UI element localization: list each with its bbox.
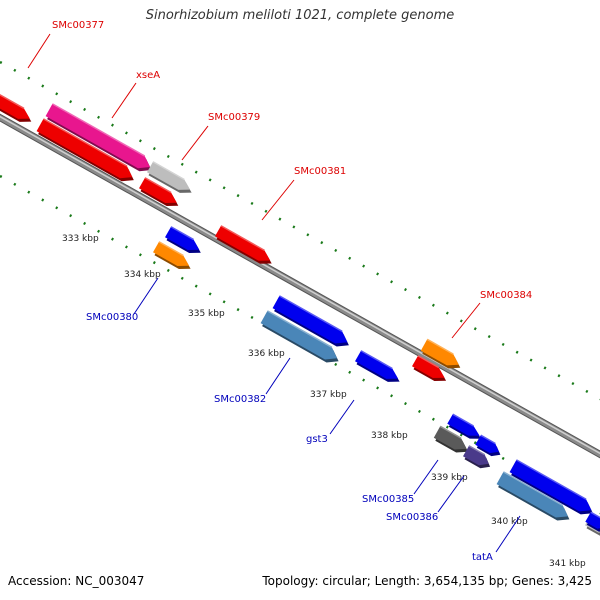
gene-smc00386-arrow-highlight bbox=[468, 445, 486, 456]
gene-right-blue-arrow bbox=[585, 512, 600, 529]
gene-label-leader bbox=[181, 125, 209, 161]
gene-label-leader bbox=[27, 33, 51, 69]
gene-tata-blue-arrow bbox=[509, 459, 592, 512]
gene-label: xseA bbox=[136, 70, 160, 81]
gene-smc00385-arrow-highlight bbox=[439, 425, 462, 439]
gene-smc00384-red-arrow bbox=[412, 355, 445, 378]
gene-label: SMc00379 bbox=[208, 112, 260, 123]
gene-xsea-arrow-highlight bbox=[52, 103, 146, 157]
gene-gst3-arrow bbox=[355, 350, 399, 379]
gene-upper-blue-arrow-highlight bbox=[279, 295, 343, 332]
gene-smc00384-arrow-highlight bbox=[426, 338, 454, 355]
gene-label-leader bbox=[329, 399, 355, 435]
gene-label: SMc00386 bbox=[386, 512, 438, 523]
gene-label-leader bbox=[451, 302, 481, 339]
gene-smc00380-blue-arrow bbox=[165, 226, 200, 250]
gene-smc00381-small-arrow-highlight bbox=[144, 177, 172, 194]
gene-label-leader bbox=[111, 82, 137, 119]
gene-label: SMc00382 bbox=[214, 394, 266, 405]
kbp-tick-label: 336 kbp bbox=[248, 349, 285, 359]
gene-smc00385-blue-arrow bbox=[447, 414, 480, 436]
gene-left-arrow bbox=[0, 94, 30, 119]
kbp-tick-label: 334 kbp bbox=[124, 270, 161, 280]
genome-summary-text: Topology: circular; Length: 3,654,135 bp… bbox=[262, 574, 592, 588]
gene-smc00385-small-arrow-highlight bbox=[480, 434, 496, 445]
gene-left-arrow-highlight bbox=[0, 94, 25, 110]
accession-text: Accession: NC_003047 bbox=[8, 574, 145, 588]
kbp-tick-label: 335 kbp bbox=[188, 309, 225, 319]
gene-label-leader bbox=[261, 179, 295, 221]
gene-smc00382-arrow-highlight bbox=[267, 310, 333, 348]
kbp-tick-label: 341 kbp bbox=[549, 559, 586, 569]
gene-label-leader bbox=[495, 515, 521, 553]
gene-label: SMc00381 bbox=[294, 166, 346, 177]
gene-label: tatA bbox=[472, 552, 493, 563]
genome-title: Sinorhizobium meliloti 1021, complete ge… bbox=[145, 8, 455, 23]
gene-tata-arrow-highlight bbox=[503, 471, 564, 507]
backbone bbox=[0, 114, 600, 458]
gene-label: SMc00377 bbox=[52, 20, 104, 31]
gene-label: SMc00384 bbox=[480, 290, 532, 301]
gene-label-leader bbox=[437, 475, 465, 513]
gene-smc00377-arrow-highlight bbox=[43, 118, 128, 167]
gene-smc00384-red-arrow-highlight bbox=[417, 355, 440, 369]
gene-smc00385-blue-arrow-highlight bbox=[452, 413, 474, 427]
gene-smc00381-arrow bbox=[215, 225, 271, 261]
gene-smc00379-arrow-highlight bbox=[152, 161, 185, 181]
kbp-tick-label: 339 kbp bbox=[431, 473, 468, 483]
gene-smc00382-arrow bbox=[260, 310, 338, 360]
gene-smc00386-arrow bbox=[463, 445, 489, 466]
gene-smc00381-small-arrow bbox=[139, 177, 177, 203]
gene-label: SMc00380 bbox=[86, 312, 138, 323]
gene-smc00380-orange-arrow bbox=[153, 241, 190, 266]
kbp-tick-label: 338 kbp bbox=[371, 431, 408, 441]
kbp-tick-label: 333 kbp bbox=[62, 234, 99, 244]
gene-smc00377-arrow bbox=[36, 118, 133, 179]
gene-smc00380-orange-arrow-highlight bbox=[158, 241, 184, 257]
gene-smc00385-arrow bbox=[433, 426, 467, 450]
gene-smc00381-arrow-highlight bbox=[220, 225, 265, 252]
gene-gst3-arrow-highlight bbox=[360, 350, 393, 370]
gene-tata-blue-arrow-highlight bbox=[516, 459, 587, 500]
gene-xsea-arrow bbox=[45, 103, 150, 169]
gene-smc00379-arrow bbox=[147, 161, 191, 190]
gene-label-leader bbox=[413, 459, 439, 495]
gene-tata-arrow bbox=[496, 471, 568, 518]
ruler-upper bbox=[0, 60, 600, 401]
gene-label: gst3 bbox=[306, 434, 328, 445]
gene-smc00385-small-arrow bbox=[475, 435, 499, 454]
gene-upper-blue-arrow bbox=[272, 295, 348, 344]
gene-label-leader bbox=[265, 357, 291, 395]
gene-smc00384-arrow bbox=[420, 339, 459, 366]
gene-label: SMc00385 bbox=[362, 494, 414, 505]
gene-label-leader bbox=[133, 277, 159, 315]
gene-smc00380-blue-arrow-highlight bbox=[170, 226, 194, 241]
kbp-tick-label: 337 kbp bbox=[310, 390, 347, 400]
gene-right-blue-arrow-highlight bbox=[590, 511, 600, 519]
backbone-highlight bbox=[0, 115, 600, 455]
kbp-tick-label: 340 kbp bbox=[491, 517, 528, 527]
